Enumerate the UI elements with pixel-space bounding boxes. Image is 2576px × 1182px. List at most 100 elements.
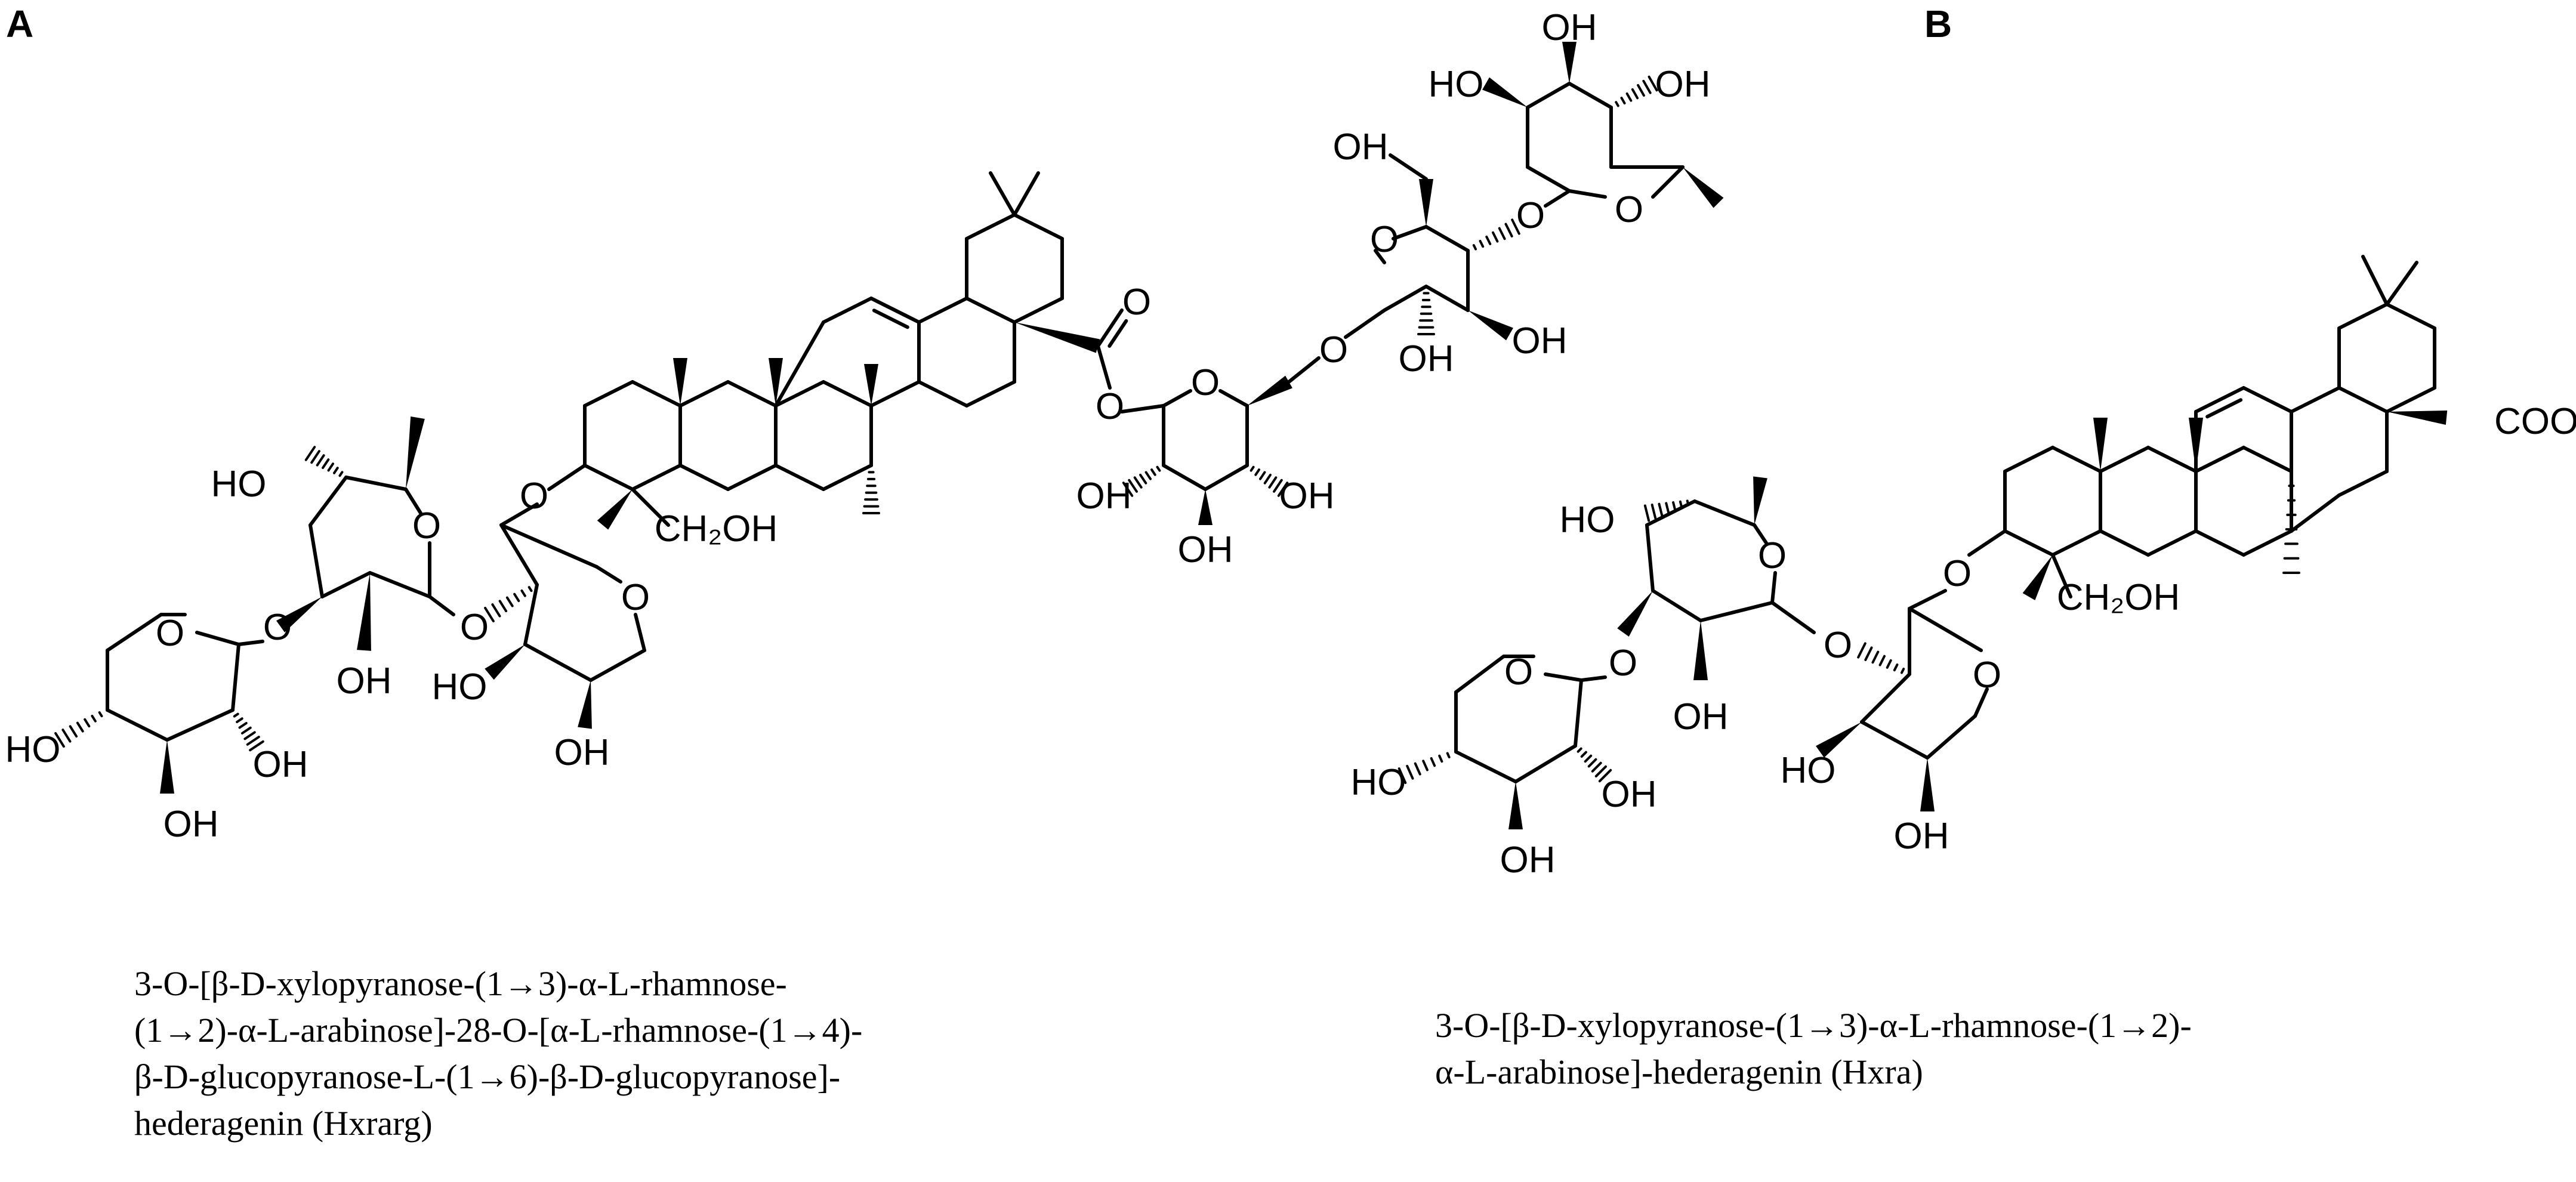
bond: [1389, 153, 1428, 181]
caption-hxra: 3-O-[β-D-xylopyranose-(1→3)-α-L-rhamnose…: [1435, 1002, 2192, 1095]
bond: [2099, 446, 2150, 473]
wedge-bond: [1753, 476, 1767, 525]
bond: [1454, 655, 1506, 694]
bond: [1344, 308, 1386, 339]
hash-bond: [1679, 500, 1683, 509]
bond: [1162, 464, 1207, 491]
bond: [678, 464, 730, 491]
bond: [2385, 303, 2436, 330]
bond: [1908, 589, 1947, 610]
wedge-bond: [485, 644, 525, 680]
hash-bond: [310, 450, 320, 464]
wedge-bond: [1198, 489, 1213, 525]
bond: [2194, 529, 2245, 557]
bond: [1218, 389, 1249, 408]
hash-bond: [1150, 468, 1156, 476]
caption-hxrarg: 3-O-[β-D-xylopyranose-(1→3)-α-L-rhamnose…: [134, 961, 862, 1147]
wedge-bond: [673, 358, 687, 406]
bond: [1645, 499, 1696, 527]
atom-label: OH: [1894, 816, 1949, 857]
hash-bond: [316, 454, 325, 467]
hash-bond: [243, 731, 256, 740]
wedge-bond: [1562, 42, 1577, 84]
atom-label: HO: [211, 464, 267, 505]
atom-label: OH: [554, 732, 610, 773]
atom-label: OH: [1542, 7, 1597, 48]
bond: [589, 649, 646, 682]
bond: [1287, 356, 1321, 384]
hash-bond: [327, 462, 335, 472]
hash-bond: [1625, 92, 1633, 102]
bond: [1753, 523, 1768, 545]
bond: [499, 523, 539, 587]
hash-bond: [1864, 646, 1873, 661]
bond: [2337, 386, 2389, 413]
bond: [917, 380, 968, 408]
hash-bond: [333, 467, 339, 474]
bond: [1770, 601, 1816, 634]
hash-bond: [322, 458, 330, 470]
wedge-bond: [2189, 418, 2203, 471]
bond: [2385, 261, 2418, 306]
wedge-bond: [406, 416, 425, 489]
bond: [678, 380, 730, 408]
bond: [2194, 446, 2245, 473]
hash-bond: [233, 712, 239, 718]
hash-bond: [1686, 499, 1690, 507]
bond: [822, 380, 873, 408]
bond: [1096, 308, 1124, 348]
panel-a-label: A: [6, 2, 34, 45]
atom-label: O: [156, 613, 184, 654]
atom-label: OH: [1500, 840, 1556, 881]
hxra-structure: COOHCH₂OHOOHOOHOOHOOHOOOHOHHO: [1351, 255, 2576, 881]
atom-label: O: [1516, 195, 1545, 236]
bond: [965, 380, 1016, 408]
hash-bond: [1133, 476, 1143, 489]
hash-bond: [1893, 663, 1899, 672]
wedge-bond: [1482, 77, 1528, 107]
bond: [1107, 319, 1128, 348]
atom-label: COOH: [2494, 401, 2576, 442]
atom-label: HO: [1560, 499, 1615, 541]
hash-bond: [1620, 97, 1626, 105]
wedge-bond: [1014, 322, 1100, 353]
bond: [869, 380, 921, 408]
hash-bond: [246, 736, 260, 746]
bond: [1392, 225, 1428, 240]
atom-label: HO: [1351, 762, 1406, 803]
hash-bond: [1591, 761, 1602, 773]
bond: [1651, 165, 1685, 199]
bond: [583, 380, 634, 408]
bond: [822, 464, 873, 491]
atom-label: OH: [1512, 320, 1568, 362]
bond: [872, 308, 909, 329]
hash-bond: [1594, 765, 1607, 777]
atom-label: OH: [1602, 774, 1657, 815]
hash-bond: [1438, 754, 1443, 763]
hash-bond: [240, 726, 252, 734]
hash-bond: [484, 606, 495, 623]
bond: [344, 476, 408, 491]
bond: [1374, 249, 1386, 264]
bond: [1120, 404, 1165, 413]
hash-bond: [1144, 471, 1152, 480]
hash-bond: [1886, 659, 1892, 669]
hash-bond: [1258, 471, 1266, 480]
bond: [1770, 571, 1777, 604]
bond: [1860, 720, 1929, 760]
hash-bond: [1665, 502, 1670, 514]
bond: [2051, 529, 2102, 557]
wedge-bond: [1693, 621, 1708, 680]
bond: [2337, 303, 2389, 330]
bond: [499, 502, 539, 527]
bond: [595, 565, 622, 584]
bond: [2146, 446, 2198, 473]
atom-label: OH: [1655, 64, 1711, 105]
bond: [106, 708, 169, 742]
atom-label: HO: [1429, 64, 1484, 105]
hash-bond: [520, 589, 526, 597]
caption-line: 3-O-[β-D-xylopyranose-(1→3)-α-L-rhamnose…: [134, 964, 787, 1003]
atom-label: O: [1615, 189, 1643, 230]
